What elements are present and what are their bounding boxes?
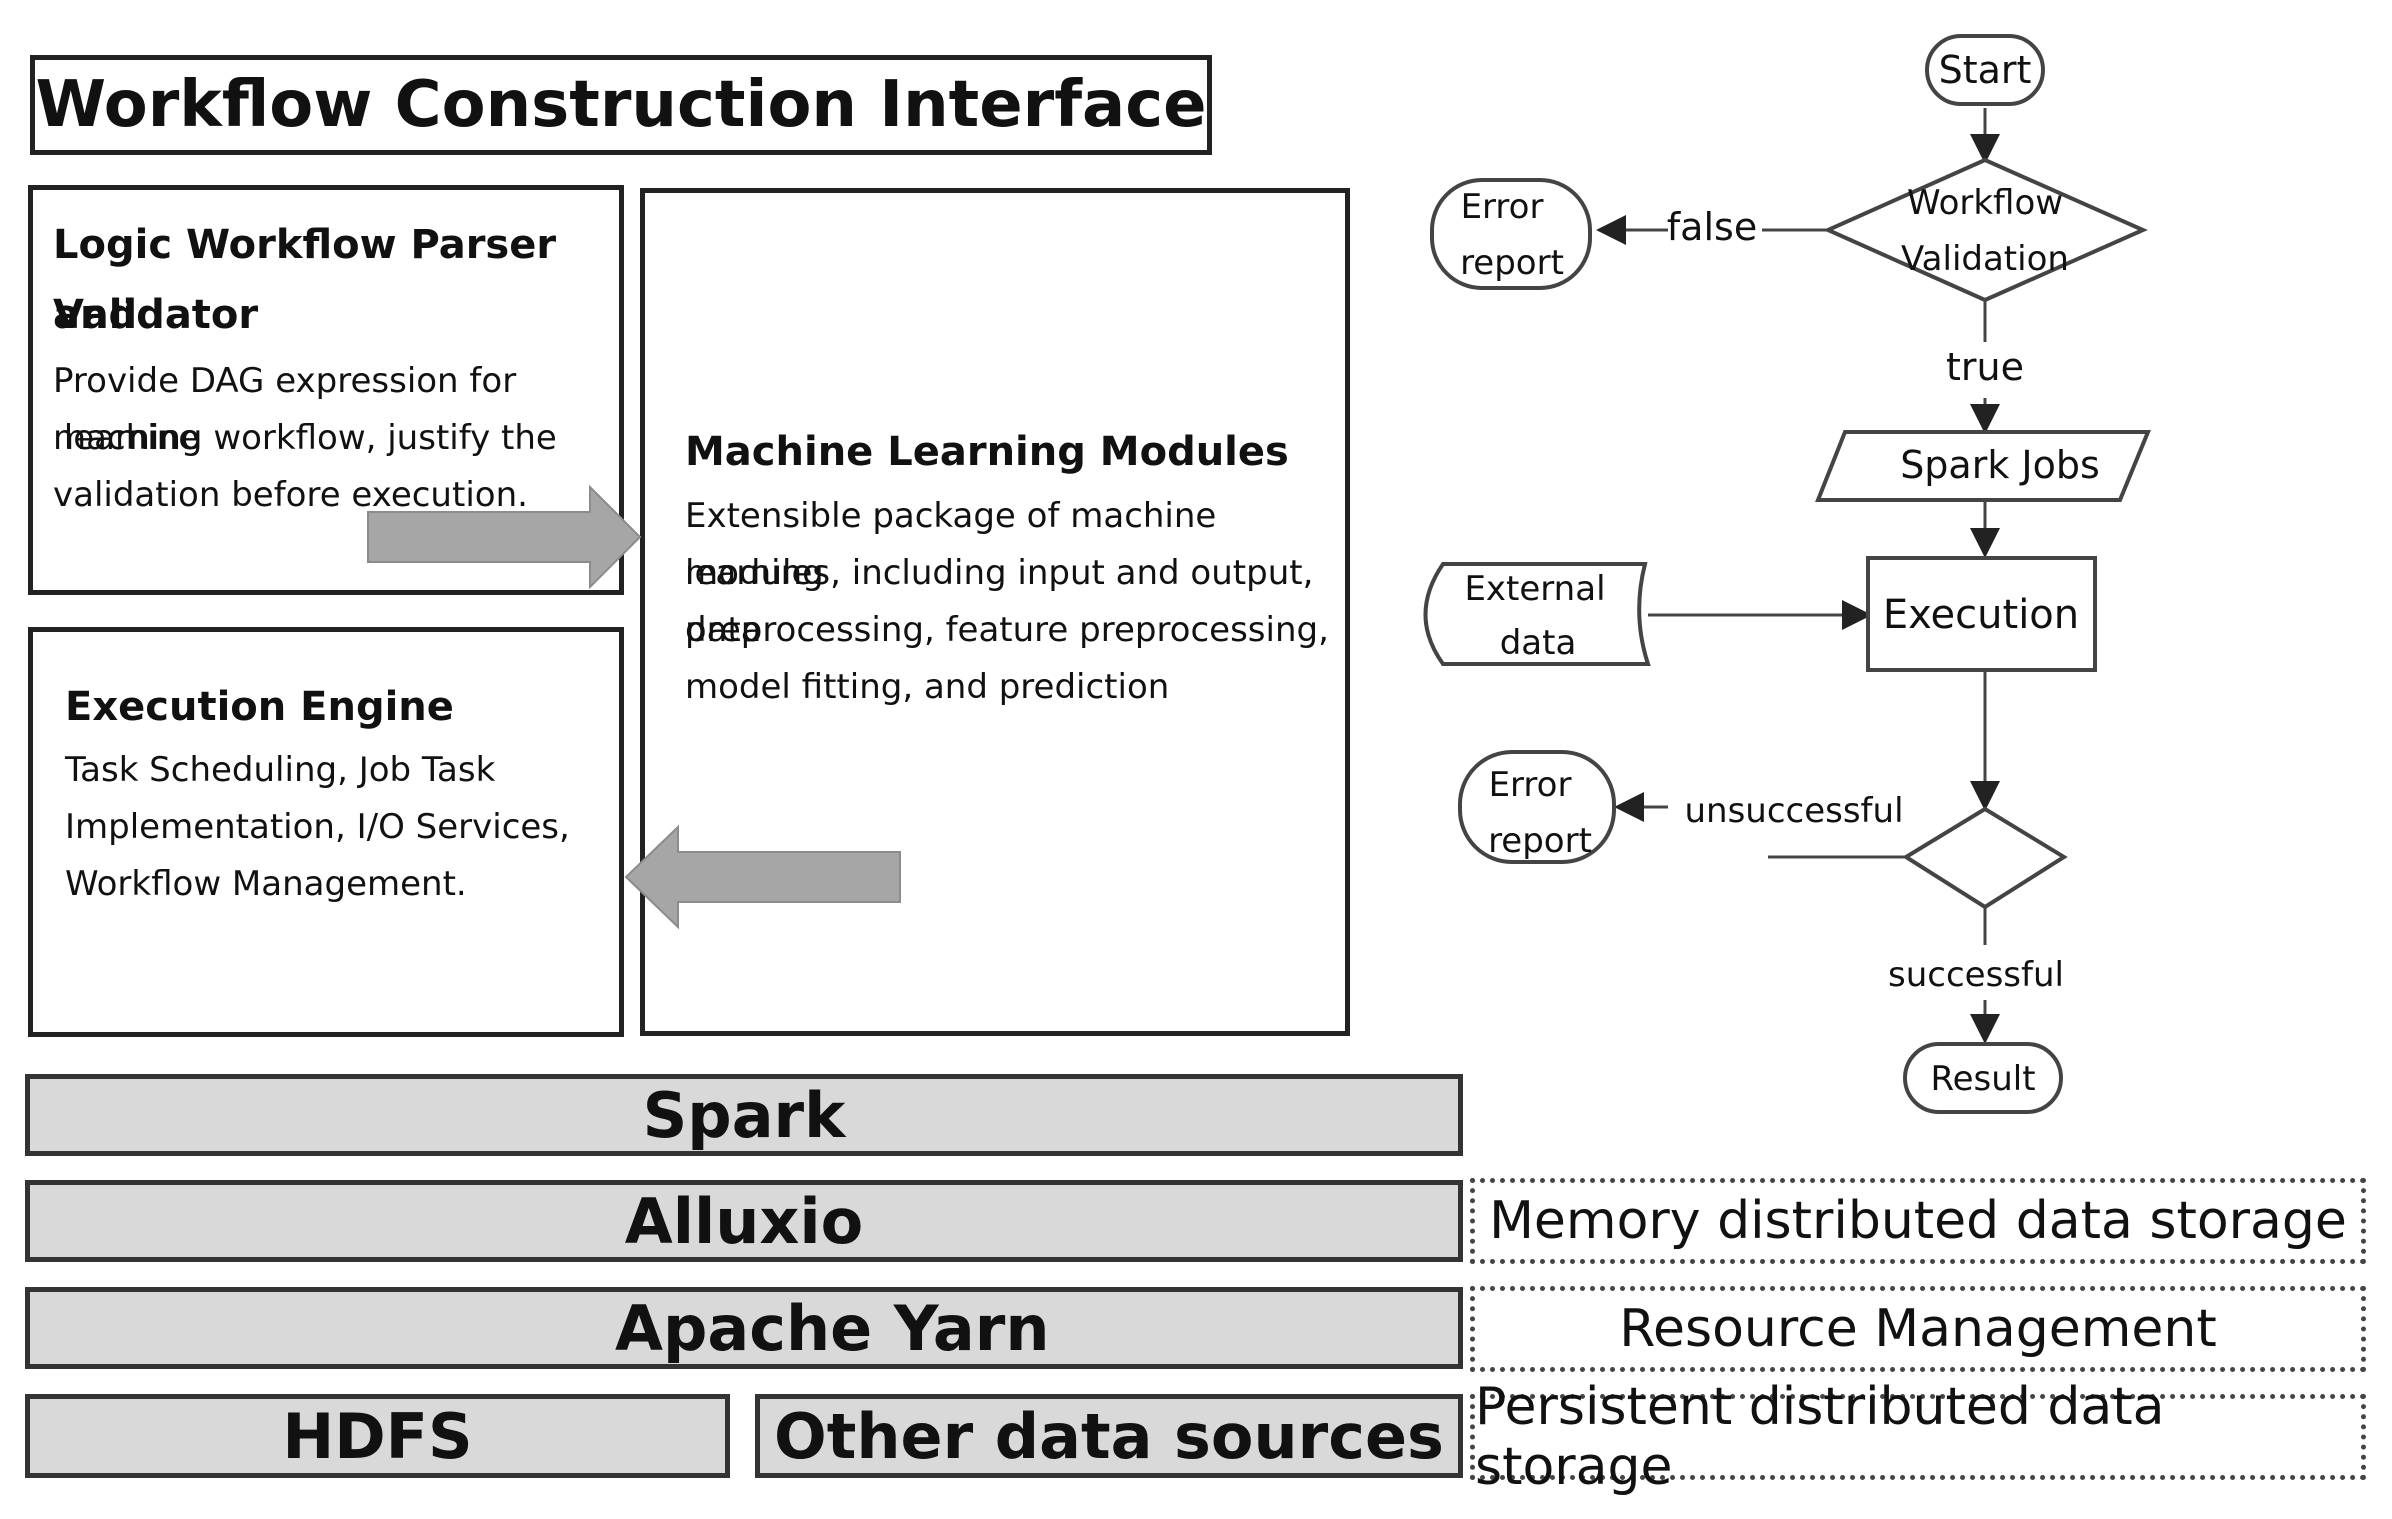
parser-desc-line1: Provide DAG expression for machine — [53, 361, 517, 458]
ml-title: Machine Learning Modules — [685, 429, 1289, 475]
apache-yarn-layer: Apache Yarn — [25, 1287, 1463, 1369]
engine-desc-line1: Task Scheduling, Job Task — [65, 750, 496, 790]
execution-engine-panel: Execution Engine Task Scheduling, Job Ta… — [28, 627, 624, 1037]
successful-label: successful — [1888, 955, 2064, 995]
persistent-storage-label: Persistent distributed data storage — [1475, 1377, 2165, 1497]
error2-label-line1: Error — [1489, 765, 1572, 805]
parser-desc-line2: learning workflow, justify the — [53, 418, 557, 458]
ml-desc-line1: Extensible package of machine learning — [685, 496, 1217, 593]
alluxio-layer: Alluxio — [25, 1180, 1463, 1262]
hdfs-label: HDFS — [282, 1399, 473, 1473]
result-node — [1903, 1042, 2063, 1114]
memory-storage-label: Memory distributed data storage — [1489, 1191, 2347, 1251]
workflow-construction-interface-box: Workflow Construction Interface — [30, 55, 1212, 155]
start-label: Start — [1939, 48, 2032, 92]
spark-layer: Spark — [25, 1074, 1463, 1156]
workflow-validation-node — [1823, 157, 2148, 303]
external-label-line2: data — [1500, 623, 1577, 663]
false-label: false — [1667, 205, 1757, 249]
resource-management-label: Resource Management — [1619, 1299, 2217, 1359]
spark-label: Spark — [642, 1078, 846, 1152]
error1-label-line2: report — [1460, 243, 1564, 283]
parser-title-line1: Logic Workflow Parser and — [53, 222, 557, 338]
spark-jobs-label: Spark Jobs — [1900, 443, 2100, 487]
other-data-sources-layer: Other data sources — [755, 1394, 1463, 1478]
ml-desc-line4: model fitting, and prediction — [685, 667, 1170, 707]
engine-desc-line3: Workflow Management. — [65, 864, 467, 904]
result-label: Result — [1930, 1059, 2035, 1099]
execution-node — [1866, 556, 2097, 672]
error1-label-line1: Error — [1461, 187, 1544, 227]
start-node — [1925, 34, 2045, 106]
error-report-node-1 — [1430, 178, 1592, 290]
validation-label-line1: Workflow — [1907, 183, 2063, 223]
external-data-node — [1423, 562, 1651, 666]
parser-title-line2: Validator — [53, 292, 259, 338]
spark-jobs-node — [1815, 430, 2151, 502]
unsuccessful-label: unsuccessful — [1684, 791, 1903, 831]
error-report-node-2 — [1458, 750, 1616, 864]
ml-desc-line3: preprocessing, feature preprocessing, — [685, 610, 1329, 650]
hdfs-layer: HDFS — [25, 1394, 730, 1478]
memory-storage-note: Memory distributed data storage — [1470, 1178, 2366, 1264]
alluxio-label: Alluxio — [624, 1184, 864, 1258]
other-data-sources-label: Other data sources — [774, 1399, 1444, 1473]
validation-label-line2: Validation — [1901, 239, 2069, 279]
external-label-line1: External — [1464, 569, 1605, 609]
engine-title: Execution Engine — [65, 684, 454, 730]
resource-management-note: Resource Management — [1470, 1286, 2366, 1372]
execution-label: Execution — [1883, 592, 2079, 638]
apache-yarn-label: Apache Yarn — [615, 1291, 1050, 1365]
persistent-storage-note: Persistent distributed data storage — [1470, 1377, 2366, 1497]
result-decision-node — [1902, 806, 2068, 910]
engine-desc-line2: Implementation, I/O Services, — [65, 807, 570, 847]
workflow-construction-interface-title: Workflow Construction Interface — [35, 68, 1207, 142]
ml-desc-line2: modules, including input and output, dat… — [685, 553, 1314, 650]
true-label: true — [1946, 345, 2024, 389]
error2-label-line2: report — [1488, 821, 1592, 861]
